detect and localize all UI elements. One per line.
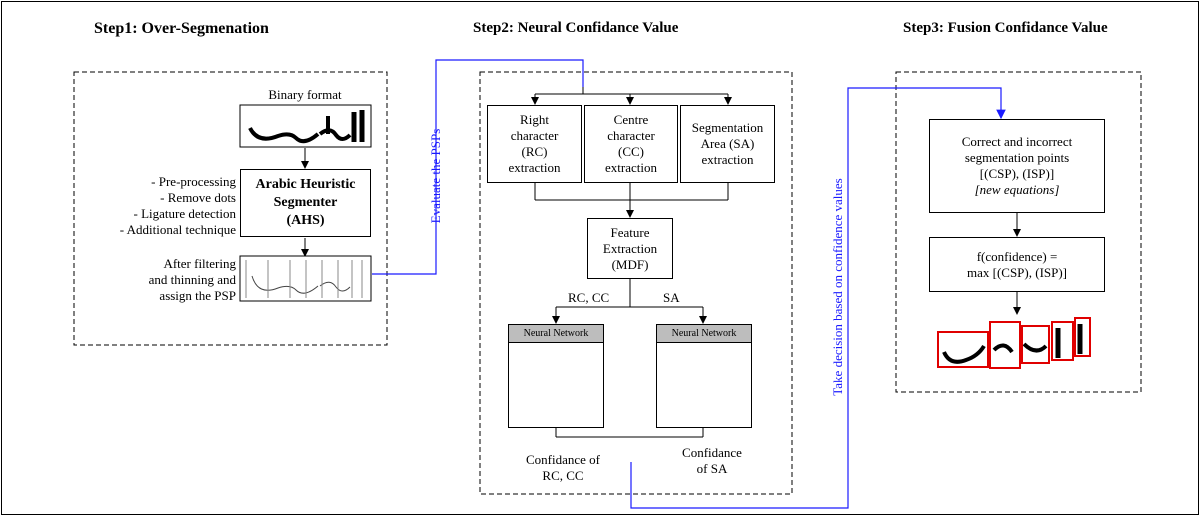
cc-line: (CC) <box>618 144 644 159</box>
segmented-word-image <box>937 317 1091 369</box>
rc-line: Right <box>520 112 549 127</box>
feature-extraction-box: Feature Extraction (MDF) <box>587 218 673 279</box>
cc-line: character <box>607 128 655 143</box>
ahs-box: Arabic Heuristic Segmenter (AHS) <box>240 169 371 237</box>
cc-extraction-box: Centre character (CC) extraction <box>584 105 678 183</box>
neural-network-left: Neural Network <box>508 324 604 428</box>
preproc-item: - Pre-processing <box>151 174 236 189</box>
nn-right-title: Neural Network <box>657 325 751 343</box>
step3-title: Step3: Fusion Confidance Value <box>903 20 1108 36</box>
rc-line: (RC) <box>521 144 548 159</box>
conf-left-line: Confidance of <box>525 452 600 467</box>
fconf-line: max [(CSP), (ISP)] <box>966 264 1068 280</box>
confidance-rc-cc-label: Confidance of RC, CC <box>508 452 618 484</box>
fconf-line: f(confidence) = <box>976 248 1058 264</box>
f-confidence-box: f(confidence) = max [(CSP), (ISP)] <box>929 237 1105 292</box>
preprocessing-list: - Pre-processing - Remove dots - Ligatur… <box>96 174 236 238</box>
rc-extraction-box: Right character (RC) extraction <box>487 105 582 183</box>
branch-label-rc-cc: RC, CC <box>568 290 610 305</box>
filter-line: and thinning and <box>148 272 236 287</box>
ahs-line-3: (AHS) <box>286 213 325 228</box>
feature-line: Feature <box>610 224 650 240</box>
binary-word-image <box>239 104 372 148</box>
rc-line: extraction <box>508 160 561 175</box>
cc-line: extraction <box>605 160 657 175</box>
filtering-label: After filtering and thinning and assign … <box>120 256 236 304</box>
step1-frame <box>73 71 388 346</box>
evaluate-psps-label: Evaluate the PSPs <box>428 128 443 224</box>
rc-line: character <box>510 128 559 143</box>
step2-frame <box>479 71 793 495</box>
branch-label-sa: SA <box>663 290 680 305</box>
preproc-item: - Additional technique <box>119 222 236 237</box>
take-decision-label: Take decision based on confidence values <box>830 178 845 396</box>
correct-line: segmentation points <box>964 150 1070 165</box>
ahs-line-2: Segmenter <box>273 195 338 210</box>
conf-left-line: RC, CC <box>542 468 584 483</box>
conf-right-line: Confidance <box>682 445 742 460</box>
ahs-line-1: Arabic Heuristic <box>255 177 356 192</box>
feature-line: (MDF) <box>611 256 649 272</box>
sa-line: Area (SA) <box>700 136 755 151</box>
sa-line: Segmentation <box>691 120 764 135</box>
feature-line: Extraction <box>602 240 658 256</box>
psp-word-image <box>239 255 372 302</box>
sa-extraction-box: Segmentation Area (SA) extraction <box>680 105 775 183</box>
preproc-item: - Ligature detection <box>133 206 236 221</box>
neural-network-right: Neural Network <box>656 324 752 428</box>
correct-line: [(CSP), (ISP)] <box>979 166 1055 181</box>
correct-line: Correct and incorrect <box>961 134 1073 149</box>
cc-line: Centre <box>613 112 649 127</box>
filter-line: After filtering <box>163 256 236 271</box>
filter-line: assign the PSP <box>159 288 236 303</box>
conf-right-line: of SA <box>696 461 728 476</box>
nn-left-title: Neural Network <box>509 325 603 343</box>
preproc-item: - Remove dots <box>160 190 236 205</box>
step2-title: Step2: Neural Confidance Value <box>473 20 679 36</box>
step3-frame <box>895 71 1142 393</box>
correct-incorrect-box: Correct and incorrect segmentation point… <box>929 119 1105 213</box>
correct-line-italic: [new equations] <box>974 182 1060 197</box>
confidance-sa-label: Confidance of SA <box>672 445 752 477</box>
step1-title: Step1: Over-Segmenation <box>94 20 269 37</box>
sa-line: extraction <box>701 152 754 167</box>
binary-format-label: Binary format <box>268 87 342 102</box>
